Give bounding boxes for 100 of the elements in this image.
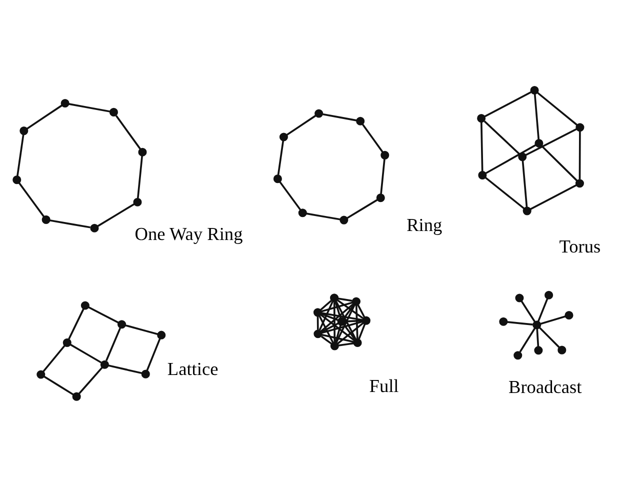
connector [279, 180, 301, 210]
connector [321, 312, 338, 321]
node-circle [36, 370, 46, 378]
node-circle [20, 126, 28, 135]
node-circle [330, 293, 339, 302]
connector [26, 104, 62, 129]
node-circle [109, 107, 118, 116]
connector [538, 326, 560, 348]
connector [480, 122, 484, 171]
label: Ring [406, 214, 442, 234]
node-circle [330, 341, 339, 350]
connector [346, 198, 378, 218]
node-circle [313, 308, 322, 316]
node-circle [544, 290, 554, 299]
connector [536, 328, 540, 346]
node-circle [117, 320, 126, 328]
connector [578, 130, 581, 179]
node-circle [340, 215, 348, 224]
connector [88, 306, 119, 323]
node-circle [80, 300, 90, 310]
connector [484, 120, 520, 154]
node-circle [314, 329, 322, 338]
connector [44, 375, 74, 395]
connector [321, 333, 354, 342]
connector [146, 338, 161, 370]
label: Lattice [167, 358, 218, 378]
node-circle [478, 170, 487, 179]
connector [507, 320, 533, 325]
node-circle [279, 132, 288, 141]
connector [358, 323, 366, 339]
connector [540, 144, 578, 181]
connector [42, 344, 66, 372]
connector [520, 300, 536, 322]
connector [334, 300, 342, 318]
connector [338, 297, 352, 302]
connector [277, 140, 284, 174]
connector [108, 364, 142, 374]
node-circle [90, 223, 99, 232]
node-circle [100, 360, 109, 368]
node-circle [575, 178, 584, 188]
label: One Way Ring [134, 223, 243, 244]
node-circle [558, 345, 566, 354]
connector [320, 335, 332, 344]
connector [485, 144, 536, 174]
connector [125, 324, 158, 334]
connector [380, 158, 386, 194]
node-circle [273, 174, 282, 183]
connector [68, 308, 84, 340]
connector [357, 304, 366, 318]
connector [320, 302, 354, 332]
connector [536, 92, 578, 126]
node-circle [141, 369, 150, 378]
node-circle [522, 206, 532, 215]
node-circle [42, 214, 50, 224]
connector [320, 299, 332, 310]
connector [320, 314, 356, 341]
connector [97, 202, 135, 226]
connector [322, 112, 357, 121]
node-circle [356, 116, 365, 125]
connector [484, 176, 525, 209]
connector [534, 93, 540, 140]
node-circle [353, 338, 362, 347]
connector [338, 342, 354, 346]
node-circle [499, 316, 508, 326]
node-circle [133, 197, 142, 206]
connector [115, 114, 141, 149]
node-circle [564, 310, 574, 320]
connector [525, 128, 577, 156]
connector [519, 327, 536, 352]
connector [316, 316, 319, 330]
connector [355, 304, 358, 338]
connector [333, 302, 336, 342]
node-circle [72, 392, 81, 400]
connector [68, 102, 110, 112]
connector [321, 320, 363, 334]
connector [286, 114, 316, 136]
connector [343, 324, 356, 340]
connector [136, 155, 144, 198]
node-circle [576, 122, 584, 132]
connector [345, 319, 362, 322]
node-circle [60, 98, 70, 108]
connector [321, 312, 362, 320]
connector [334, 324, 342, 342]
node-circle [518, 152, 527, 161]
node-circle [298, 208, 307, 217]
connector [318, 315, 334, 342]
node-circle [337, 316, 346, 326]
label: Broadcast [508, 376, 582, 397]
connector [70, 343, 102, 363]
node-circle [62, 338, 72, 346]
connector [16, 134, 24, 176]
node-circle [376, 193, 385, 202]
connector [530, 184, 577, 210]
node-circle [352, 296, 360, 306]
connector [337, 322, 364, 344]
node-circle [530, 86, 539, 94]
node-circle [12, 175, 22, 184]
node-circle [362, 316, 370, 324]
connector [321, 301, 353, 312]
node-circle [514, 350, 522, 360]
